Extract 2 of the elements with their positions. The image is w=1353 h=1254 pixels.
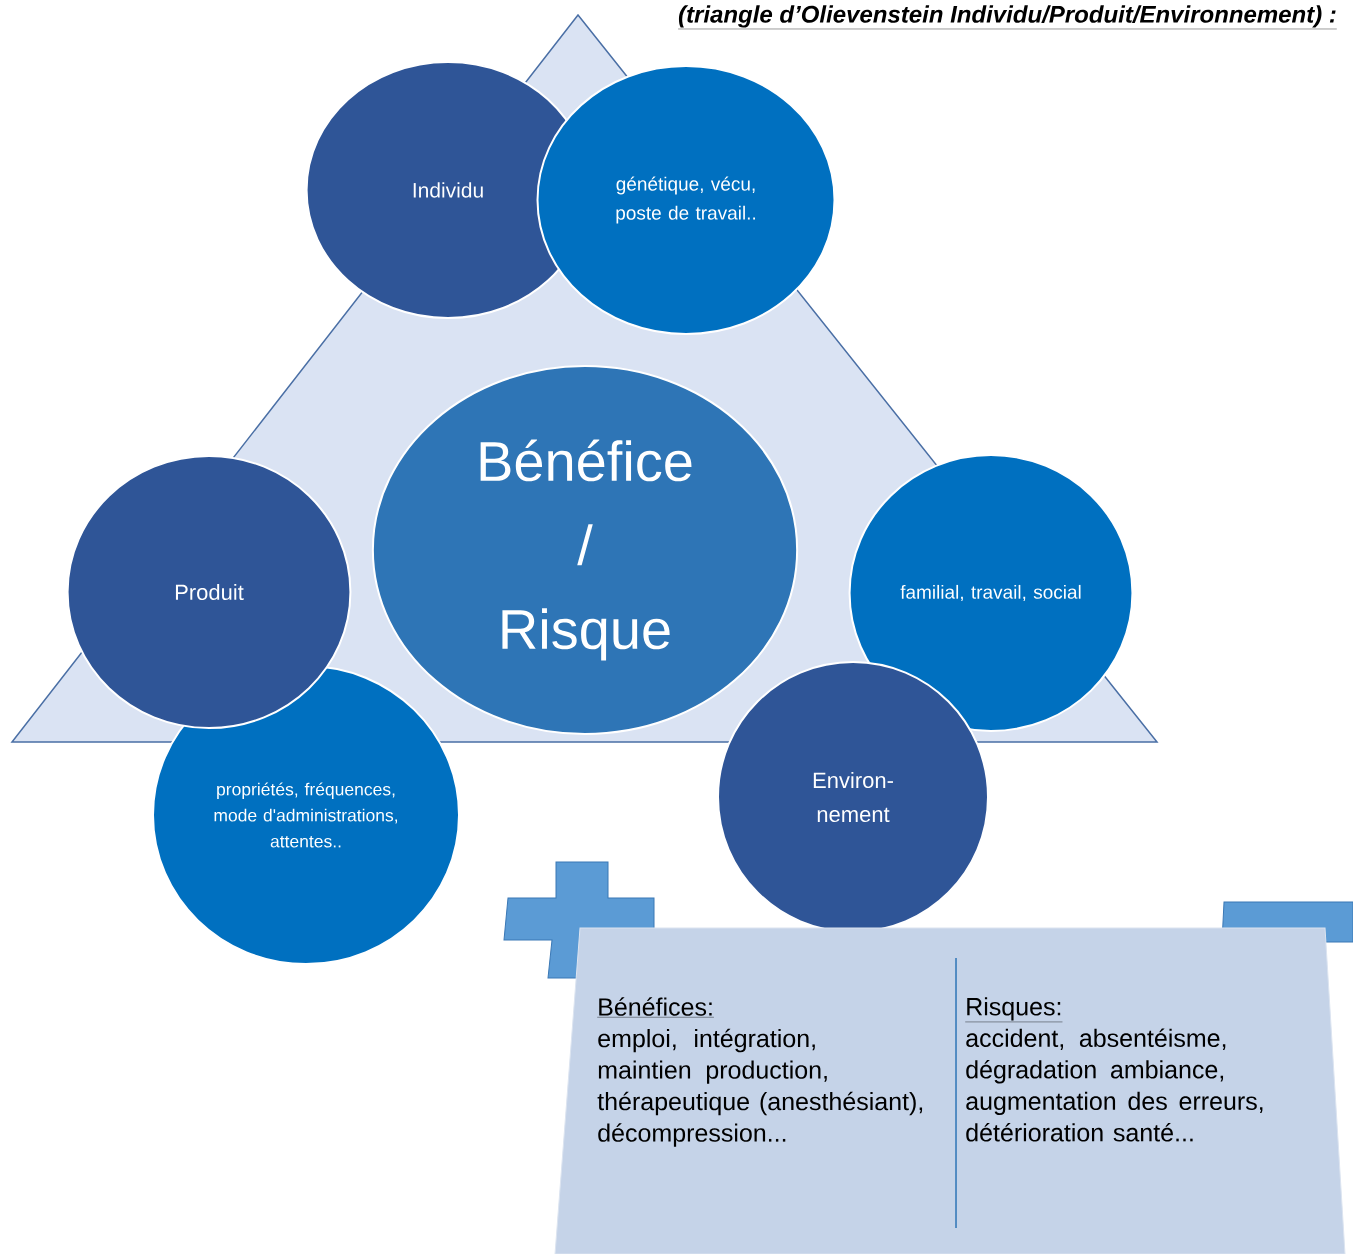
title: (triangle d’Olievenstein Individu/Produit/Environnement) : (677, 5, 1337, 30)
text-panel: Bénéfices: emploi, intégration, maintien production, thérapeutique (anesthésiant), décompression... Risques: accident, absentéisme, dégradation ambiance, augmentation des erreurs, détérioration santé... (503, 861, 1353, 1254)
